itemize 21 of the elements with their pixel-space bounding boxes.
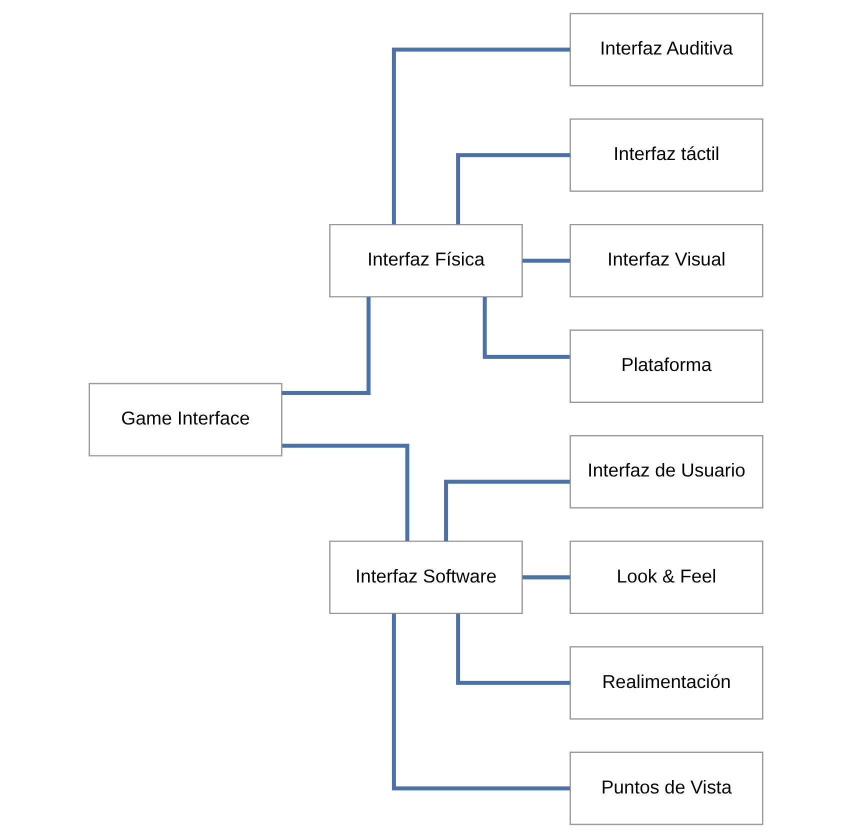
connector <box>456 614 570 685</box>
connector <box>444 480 570 542</box>
node-box: Puntos de Vista <box>570 752 764 826</box>
node-box: Game Interface <box>88 382 282 456</box>
connector <box>522 575 570 580</box>
connector <box>282 296 371 395</box>
connector <box>456 153 570 224</box>
connector <box>392 48 570 224</box>
node-box: Plataforma <box>570 330 764 403</box>
connector <box>482 297 570 359</box>
node-box: Interfaz táctil <box>570 118 764 192</box>
connector <box>282 444 410 541</box>
node-box: Interfaz Auditiva <box>570 12 764 86</box>
connector <box>392 614 570 790</box>
connector <box>522 258 570 263</box>
node-box: Look & Feel <box>570 540 764 614</box>
node-box: Interfaz Física <box>329 224 523 298</box>
node-box: Interfaz Software <box>329 540 523 614</box>
node-box: Interfaz de Usuario <box>570 435 764 508</box>
node-box: Realimentación <box>570 646 764 720</box>
node-box: Interfaz Visual <box>570 224 764 298</box>
